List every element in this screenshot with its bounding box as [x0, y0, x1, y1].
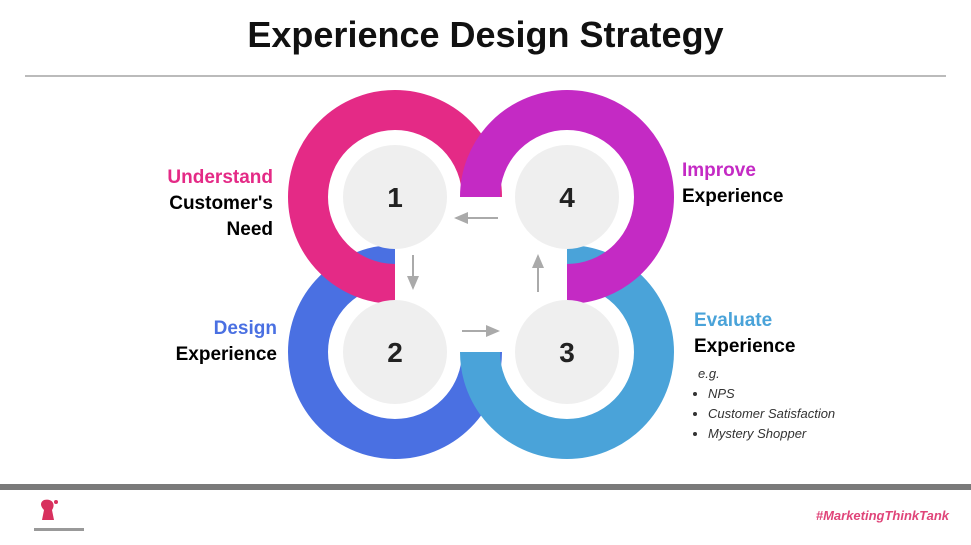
step-number-4: 4 — [559, 182, 575, 213]
company-logo — [30, 496, 90, 541]
footer-bar — [0, 484, 971, 490]
step-number-3: 3 — [559, 337, 575, 368]
step-circle-4 — [515, 145, 619, 249]
step-2-label: Design Experience — [176, 316, 277, 368]
ring-step-4 — [460, 90, 674, 304]
step-circle-3 — [515, 300, 619, 404]
step-4-label: Improve Experience — [682, 158, 783, 210]
step-1-title: Understand — [167, 167, 273, 188]
examples-intro: e.g. — [698, 366, 720, 381]
step-1-label: Understand Customer's Need — [167, 165, 273, 243]
step-number-1: 1 — [387, 182, 403, 213]
step-1-line2: Customer's — [169, 193, 273, 214]
evaluate-examples: e.g. NPS Customer Satisfaction Mystery S… — [694, 364, 835, 444]
slide-title: Experience Design Strategy — [247, 14, 724, 55]
example-item: NPS — [708, 384, 835, 404]
step-2-title: Design — [213, 318, 277, 339]
step-3-line2: Experience — [694, 336, 796, 357]
step-circle-2 — [343, 300, 447, 404]
example-item: Mystery Shopper — [708, 424, 835, 444]
step-4-title: Improve — [682, 160, 756, 181]
step-4-line2: Experience — [682, 186, 784, 207]
title-divider — [25, 75, 946, 77]
step-3-label: Evaluate Experience — [694, 308, 795, 360]
step-1-line3: Need — [226, 219, 273, 240]
example-item: Customer Satisfaction — [708, 404, 835, 424]
ring-step-1 — [288, 90, 502, 304]
footer-hashtag: #MarketingThinkTank — [815, 508, 949, 523]
step-circle-1 — [343, 145, 447, 249]
step-3-title: Evaluate — [694, 310, 773, 331]
step-2-line2: Experience — [175, 344, 277, 365]
step-number-2: 2 — [387, 337, 403, 368]
